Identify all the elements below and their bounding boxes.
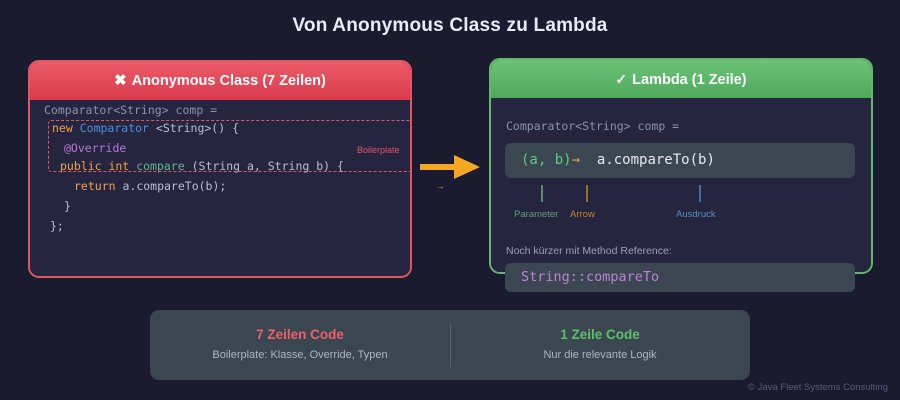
lambda-arrow-icon: → <box>571 152 581 168</box>
method-reference-code: String::compareTo <box>521 269 660 285</box>
summary-headline-anonymous: 7 Zeilen Code <box>256 327 344 342</box>
arrow-shaft <box>420 164 458 170</box>
anonymous-class-panel: ✖Anonymous Class (7 Zeilen) <box>28 60 412 278</box>
code-line-override: @Override <box>64 141 127 155</box>
summary-headline-lambda: 1 Zeile Code <box>560 327 640 342</box>
summary-detail-lambda: Nur die relevante Logik <box>543 349 657 361</box>
lambda-body-expression: a.compareTo(b) <box>596 152 715 168</box>
check-icon: ✓ <box>615 71 628 87</box>
arrow-head <box>454 155 480 179</box>
code-line-close-brace: } <box>64 199 71 213</box>
code-line-new-comparator: new Comparator <String>() { <box>52 121 239 135</box>
code-line-compare-signature: public int compare (String a, String b) … <box>60 159 344 173</box>
code-line-declaration: Comparator<String> comp = <box>44 103 218 117</box>
tick-expression <box>699 185 701 202</box>
method-reference-title: Noch kürzer mit Method Reference: <box>506 245 672 257</box>
annotation-label-parameter: Parameter <box>514 209 559 220</box>
lambda-header: ✓Lambda (1 Zeile) <box>491 60 871 98</box>
anonymous-class-body <box>30 100 410 276</box>
lambda-signature-line: Comparator<String> comp = <box>506 119 680 133</box>
lambda-expression-box: (a, b)→ a.compareTo(b) <box>505 143 855 178</box>
code-line-close-statement: }; <box>50 219 64 233</box>
transform-arrow-icon <box>420 155 482 179</box>
boilerplate-label: Boilerplate <box>357 145 400 155</box>
lambda-body <box>491 98 871 272</box>
cross-icon: ✖ <box>114 72 127 89</box>
footer-copyright: © Java Fleet Systems Consulting <box>747 382 888 393</box>
tick-parameter <box>541 185 543 202</box>
page-title: Von Anonymous Class zu Lambda <box>292 15 608 36</box>
summary-column-anonymous: 7 Zeilen Code Boilerplate: Klasse, Overr… <box>150 310 450 380</box>
code-line-return: return a.compareTo(b); <box>74 179 227 193</box>
annotation-label-ausdruck: Ausdruck <box>676 209 716 220</box>
anonymous-class-header: ✖Anonymous Class (7 Zeilen) <box>30 62 410 100</box>
summary-detail-anonymous: Boilerplate: Klasse, Override, Typen <box>212 349 388 361</box>
summary-bar: 7 Zeilen Code Boilerplate: Klasse, Overr… <box>150 310 750 380</box>
lambda-params: (a, b) <box>521 152 572 168</box>
lambda-expression-code: (a, b)→ a.compareTo(b) <box>521 152 715 168</box>
method-reference-box: String::compareTo <box>505 263 855 292</box>
transform-arrow-small-icon: → <box>438 183 444 193</box>
tick-arrow <box>586 185 588 202</box>
summary-column-lambda: 1 Zeile Code Nur die relevante Logik <box>450 310 750 380</box>
summary-divider <box>450 323 451 367</box>
anonymous-class-header-label: Anonymous Class (7 Zeilen) <box>131 73 326 89</box>
annotation-label-arrow: Arrow <box>570 209 595 220</box>
lambda-header-label: Lambda (1 Zeile) <box>632 72 747 88</box>
